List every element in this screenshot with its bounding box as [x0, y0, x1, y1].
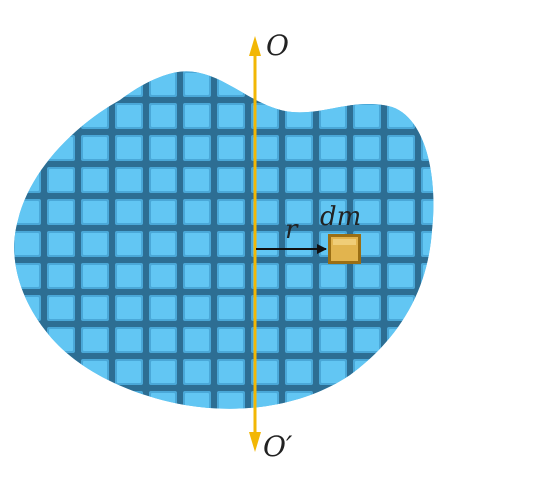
- axis-label-top: O: [266, 29, 289, 62]
- rotation-axis: [249, 36, 261, 452]
- radius-label: r: [285, 215, 299, 245]
- axis-arrowhead-top: [249, 36, 261, 56]
- axis-arrowhead-bottom: [249, 432, 261, 452]
- axis-label-bottom: O′: [263, 430, 293, 463]
- mass-element-label: dm: [320, 202, 361, 232]
- mass-element: [328, 234, 361, 264]
